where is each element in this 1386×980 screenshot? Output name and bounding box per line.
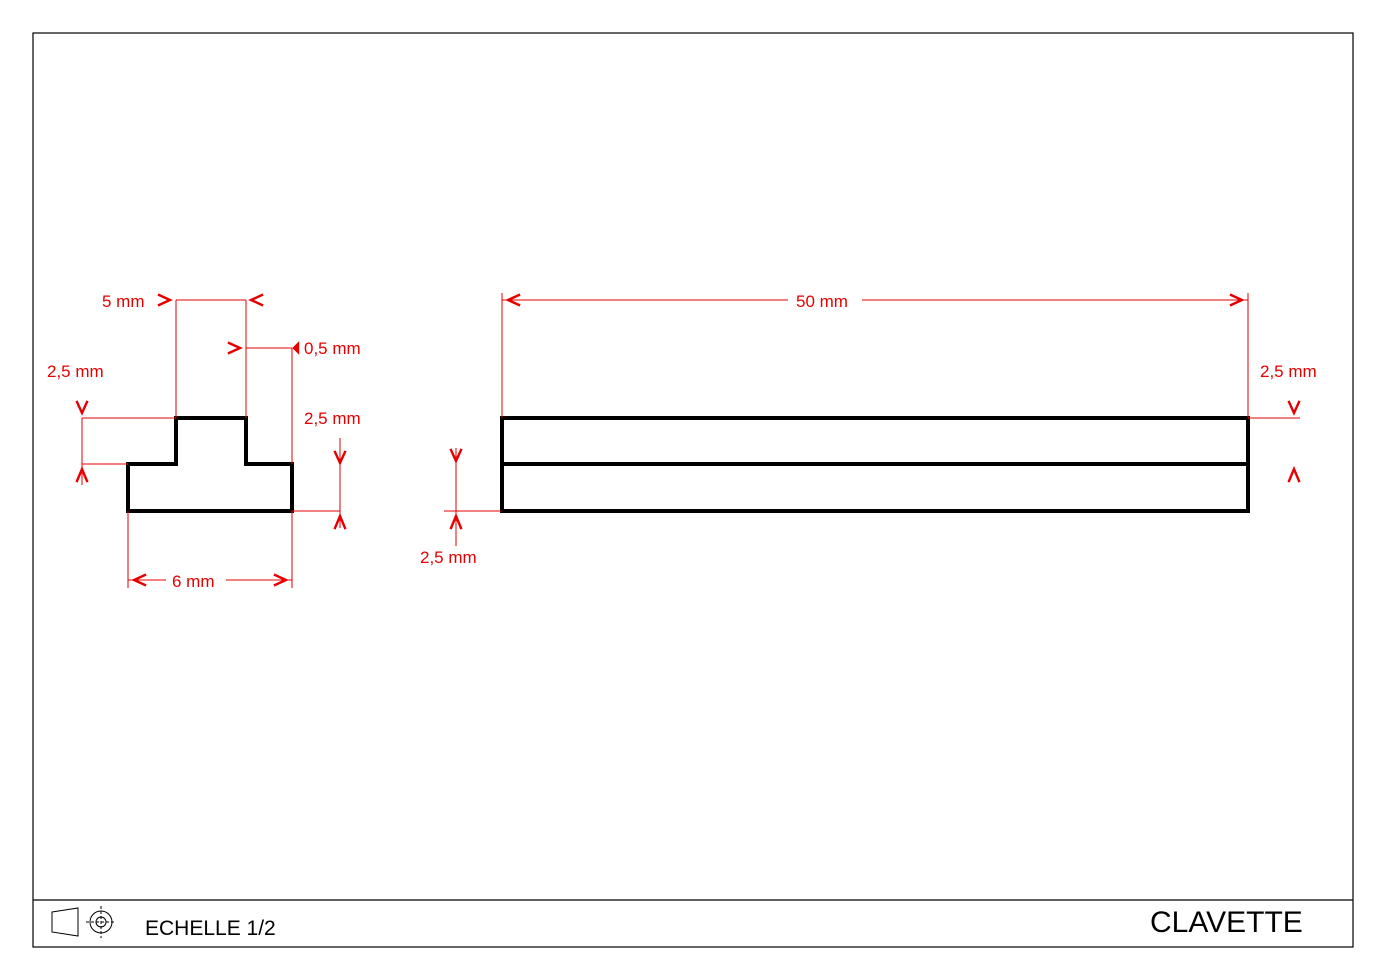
dim-label-top-width: 5 mm bbox=[102, 292, 145, 311]
dim-label-side-left-height: 2,5 mm bbox=[420, 548, 477, 567]
dim-label-bottom-width: 6 mm bbox=[172, 572, 215, 591]
t-profile-outline bbox=[126, 416, 294, 513]
dim-label-offset: 0,5 mm bbox=[304, 339, 361, 358]
side-view: 50 mm 2,5 mm 2,5 mm bbox=[420, 292, 1317, 567]
projection-symbol-icon bbox=[51, 906, 116, 938]
sheet-border bbox=[32, 32, 1354, 948]
dimension-lines-side bbox=[444, 293, 1300, 546]
dimension-arrows-section bbox=[75, 293, 347, 587]
drawing-title: CLAVETTE bbox=[1150, 906, 1303, 939]
section-view: 5 mm 0,5 mm 2,5 mm 2,5 mm 6 mm bbox=[47, 292, 361, 591]
dim-label-right-height: 2,5 mm bbox=[304, 409, 361, 428]
dimension-lines-section bbox=[81, 299, 341, 588]
dim-label-side-right-height: 2,5 mm bbox=[1260, 362, 1317, 381]
dim-label-left-height: 2,5 mm bbox=[47, 362, 104, 381]
scale-label: ECHELLE 1/2 bbox=[145, 917, 276, 940]
dimension-arrows-side bbox=[449, 293, 1301, 530]
dim-label-length: 50 mm bbox=[796, 292, 848, 311]
